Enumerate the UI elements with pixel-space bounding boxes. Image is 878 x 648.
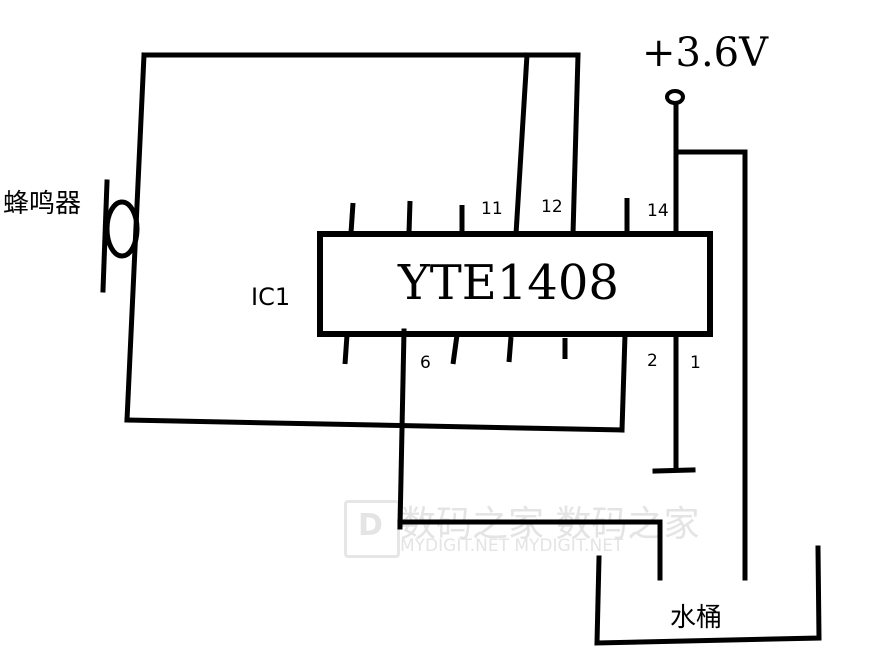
buzzer-icon	[104, 199, 140, 259]
ic-designator: IC1	[251, 283, 291, 311]
buzzer-label: 蜂鸣器	[3, 189, 82, 219]
buzzer-plate	[100, 179, 110, 293]
wire-pin2	[619, 332, 628, 433]
pin-label-2: 2	[647, 351, 658, 371]
pin-label-11: 11	[481, 199, 503, 219]
power-label: +3.6V	[642, 30, 769, 76]
pin-label-12: 12	[541, 197, 563, 217]
ic-pin-bottom-stub	[450, 334, 460, 365]
bucket-outline	[594, 545, 822, 646]
wire-bottom-return	[124, 417, 625, 433]
ic-pin-bottom-stub	[342, 334, 350, 365]
ic-pin-bottom-stub	[506, 336, 514, 363]
ground-icon	[652, 467, 696, 474]
wire-pin12-to-top-bus	[570, 52, 581, 237]
pin-label-1: 1	[690, 353, 701, 373]
power-terminal-icon	[665, 89, 685, 105]
watermark-en: MYDIGIT.NET MYDIGIT.NET	[400, 536, 624, 556]
pin-label-6: 6	[420, 353, 431, 373]
pin-label-14: 14	[647, 201, 669, 221]
bucket-label: 水桶	[670, 603, 723, 633]
ic-pin-top-stub	[406, 200, 413, 234]
wire-pin6	[397, 328, 407, 530]
chip-name: YTE1408	[398, 255, 619, 311]
ic-pin-top-stub	[348, 202, 356, 234]
wire-pin11-to-top-bus	[513, 52, 530, 237]
watermark-logo-letter: D	[358, 508, 383, 543]
